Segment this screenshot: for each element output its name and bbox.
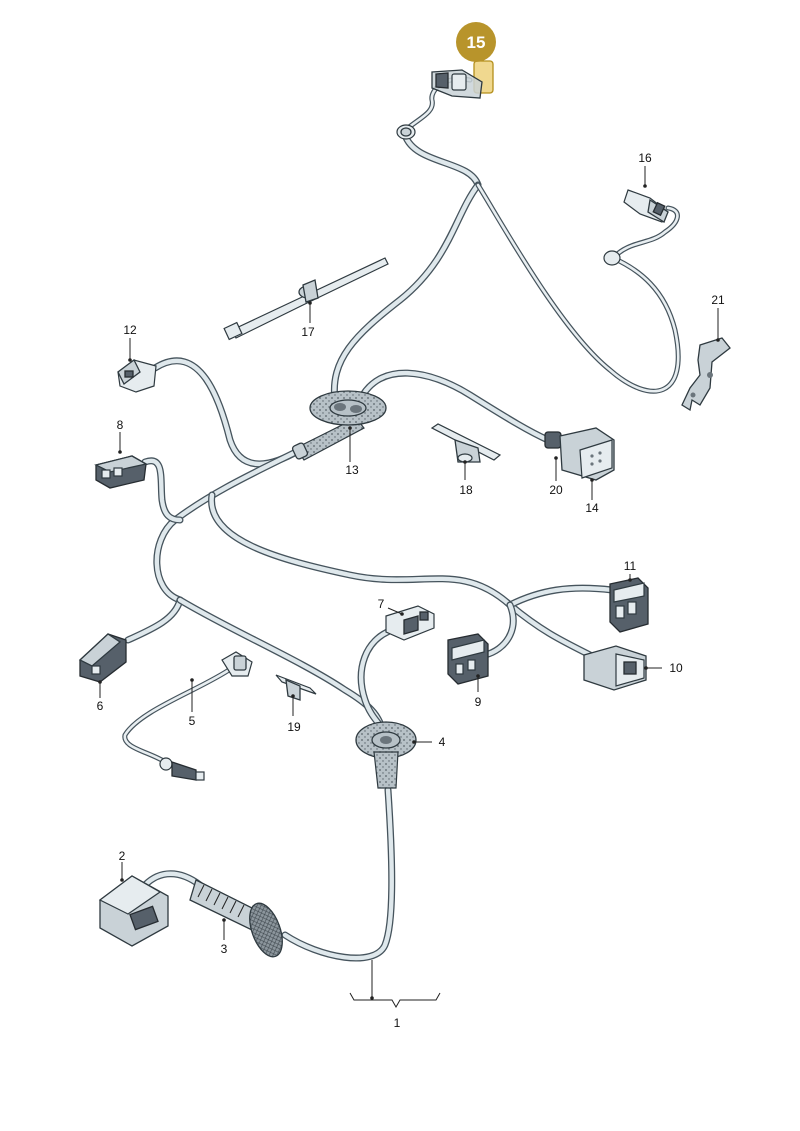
callout-12: 12 [123,323,137,337]
highlight-badge-15[interactable]: 15 [456,22,496,62]
connector-10[interactable] [583,645,647,691]
sensor-16-grommet [603,250,621,266]
clip-19[interactable] [275,674,317,701]
callout-13: 13 [345,463,359,477]
connector-6[interactable] [78,633,127,683]
callout-8: 8 [117,418,124,432]
grommet-4[interactable] [355,721,417,789]
sensor-5[interactable] [221,651,253,677]
callout-16: 16 [638,151,652,165]
callout-18: 18 [459,483,473,497]
callout-leaders [98,166,720,1000]
callout-2: 2 [119,849,126,863]
connector-8[interactable] [94,455,148,489]
callout-19: 19 [287,720,301,734]
harness-cables [122,76,681,962]
callout-21: 21 [711,293,725,307]
callout-10: 10 [669,661,683,675]
cable-tie-17[interactable] [223,257,389,341]
badge-label: 15 [467,33,486,52]
connector-9[interactable] [447,633,489,685]
connector-2[interactable] [98,875,169,947]
connector-7[interactable] [385,605,435,641]
callout-11: 11 [624,559,637,573]
callout-14: 14 [585,501,599,515]
sensor-5-plug [159,757,205,781]
callout-labels: 12 8 17 13 18 20 14 16 21 11 10 9 7 6 5 … [97,151,725,1030]
callout-9: 9 [475,695,482,709]
callout-20: 20 [549,483,563,497]
connector-20-14[interactable] [544,427,615,481]
callout-3: 3 [221,942,228,956]
assembly-bracket-1 [349,992,441,1009]
connector-12[interactable] [117,359,157,393]
bracket-18[interactable] [430,423,502,463]
sensor-15[interactable] [431,60,494,99]
callout-5: 5 [189,714,196,728]
callout-4: 4 [439,735,446,749]
grommet-13[interactable] [291,390,387,461]
upper-cable-grommet [396,124,416,140]
sensor-16[interactable] [623,189,669,223]
bracket-21[interactable] [681,337,731,412]
callout-7: 7 [378,597,385,611]
boot-3[interactable] [189,879,289,961]
badge-circle [456,22,496,62]
callout-6: 6 [97,699,104,713]
connector-11[interactable] [609,577,649,633]
callout-1: 1 [394,1016,401,1030]
callout-17: 17 [301,325,315,339]
